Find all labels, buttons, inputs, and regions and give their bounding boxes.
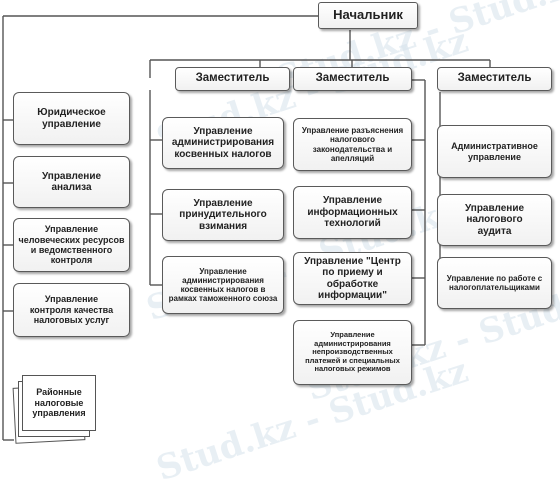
- unit-label: Управление разъяснения налогового законо…: [301, 126, 404, 163]
- unit-it: Управление информационных технологий: [293, 186, 412, 239]
- deputy-label: Заместитель: [195, 72, 270, 85]
- page-sheet: Районные налоговые управления: [22, 375, 96, 431]
- unit-label: Управление администрирования косвенных н…: [168, 266, 278, 304]
- unit-label: Управление анализа: [41, 170, 102, 194]
- unit-label: Управление "Центр по приему и обработке …: [304, 255, 401, 302]
- unit-label: Административное управление: [451, 141, 538, 162]
- deputy-box-1: Заместитель: [175, 67, 290, 91]
- deputy-box-3: Заместитель: [437, 67, 552, 91]
- unit-label: Управление по работе с налогоплательщика…: [446, 273, 543, 292]
- head-box: Начальник: [318, 2, 418, 29]
- unit-nonproduction-payments: Управление администрирования непроизводс…: [293, 320, 412, 385]
- unit-tax-audit: Управление налогового аудита: [437, 194, 552, 246]
- unit-tax-law-clarification: Управление разъяснения налогового законо…: [293, 118, 412, 171]
- unit-label: Управление администрирования косвенных н…: [171, 125, 275, 160]
- unit-indirect-taxes: Управление администрирования косвенных н…: [162, 117, 284, 169]
- unit-label: Управление администрирования непроизводс…: [305, 329, 400, 374]
- unit-enforced-collection: Управление принудительного взимания: [162, 189, 284, 241]
- head-label: Начальник: [333, 7, 403, 23]
- unit-customs-union: Управление администрирования косвенных н…: [162, 256, 284, 314]
- unit-hr-control: Управление человеческих ресурсов и ведом…: [13, 218, 130, 272]
- unit-label: Юридическое управление: [37, 107, 106, 130]
- unit-administrative: Административное управление: [437, 125, 552, 178]
- unit-taxpayer-relations: Управление по работе с налогоплательщика…: [437, 257, 552, 309]
- unit-label: Управление человеческих ресурсов и ведом…: [18, 224, 125, 266]
- unit-legal: Юридическое управление: [13, 92, 130, 145]
- unit-label: Управление контроля качества налоговых у…: [29, 294, 114, 326]
- district-label: Районные налоговые управления: [32, 387, 86, 419]
- unit-label: Управление налогового аудита: [464, 202, 525, 237]
- unit-quality-control: Управление контроля качества налоговых у…: [13, 283, 130, 337]
- unit-label: Управление информационных технологий: [307, 195, 398, 230]
- deputy-label: Заместитель: [457, 72, 532, 85]
- unit-label: Управление принудительного взимания: [179, 197, 267, 232]
- connector-lines: [2, 15, 491, 441]
- unit-analysis: Управление анализа: [13, 156, 130, 208]
- unit-info-center: Управление "Центр по приему и обработке …: [293, 252, 412, 305]
- deputy-box-2: Заместитель: [293, 67, 412, 91]
- deputy-label: Заместитель: [315, 72, 390, 85]
